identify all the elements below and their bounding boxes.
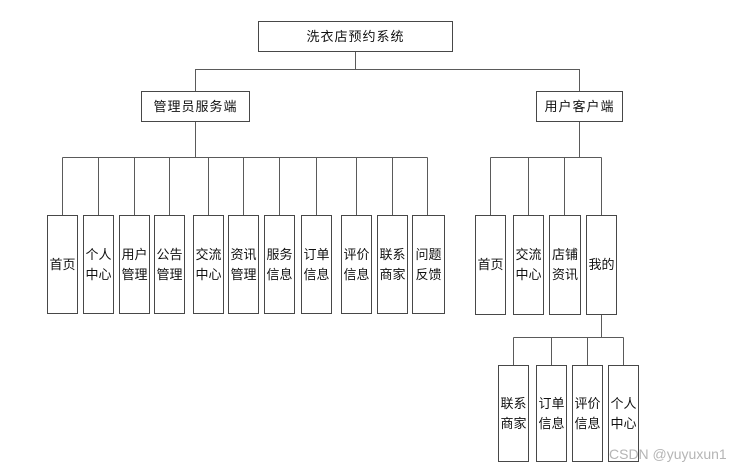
node-admin-feedback: 问题反馈 <box>412 215 445 314</box>
node-admin-server: 管理员服务端 <box>141 91 250 122</box>
node-admin-user-management: 用户管理 <box>119 215 150 314</box>
node-admin-personal-center: 个人中心 <box>83 215 114 314</box>
node-user-communication-center: 交流中心 <box>513 215 544 315</box>
connector-admin-to-children <box>61 122 429 215</box>
node-mine-review-info: 评价信息 <box>572 365 603 462</box>
node-admin-contact-merchant: 联系商家 <box>377 215 408 314</box>
node-user-mine: 我的 <box>586 215 617 315</box>
node-user-home: 首页 <box>475 215 506 315</box>
connector-root-to-branches <box>194 52 581 91</box>
csdn-watermark: CSDN @yuyuxun1 <box>609 446 727 462</box>
node-admin-communication-center: 交流中心 <box>193 215 224 314</box>
node-mine-contact-merchant: 联系商家 <box>498 365 529 462</box>
node-user-client: 用户客户端 <box>536 91 623 122</box>
node-admin-announcement-management: 公告管理 <box>154 215 185 314</box>
node-admin-review-info: 评价信息 <box>341 215 372 314</box>
connector-user-to-children <box>489 122 603 215</box>
node-user-shop-info: 店铺资讯 <box>549 215 581 315</box>
node-admin-service-info: 服务信息 <box>264 215 295 314</box>
node-admin-order-info: 订单信息 <box>301 215 332 314</box>
node-mine-order-info: 订单信息 <box>536 365 567 462</box>
connector-mine-to-children <box>512 315 625 365</box>
node-mine-personal-center: 个人中心 <box>608 365 639 462</box>
node-admin-info-management: 资讯管理 <box>228 215 259 314</box>
node-root: 洗衣店预约系统 <box>258 21 453 52</box>
node-admin-home: 首页 <box>47 215 78 314</box>
